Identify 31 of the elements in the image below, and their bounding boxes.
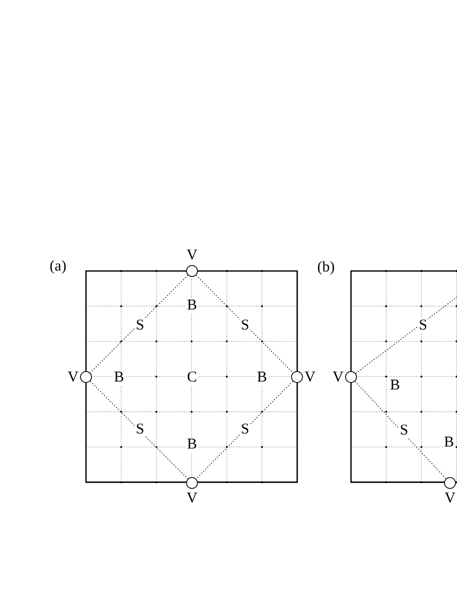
edge-label: S xyxy=(418,318,428,334)
site-label: B xyxy=(256,370,268,386)
connector-line xyxy=(355,296,457,374)
vertex-label: V xyxy=(186,492,198,506)
vertex-label: V xyxy=(332,370,344,386)
site-label: B xyxy=(186,298,198,314)
site-label: B xyxy=(443,436,455,450)
vertex-label: V xyxy=(304,370,316,386)
connector-line xyxy=(196,274,294,374)
vertex-circle xyxy=(186,265,198,277)
connector-line xyxy=(90,380,188,480)
vertex-circle xyxy=(291,371,303,383)
connector-line xyxy=(354,380,446,480)
edge-label: S xyxy=(398,424,410,438)
vertex-circle xyxy=(186,477,198,489)
vertex-circle xyxy=(80,371,92,383)
vertex-circle xyxy=(444,477,456,489)
site-label: C xyxy=(186,370,198,386)
vertex-label: V xyxy=(444,492,456,506)
edge-label: S xyxy=(240,422,250,438)
panel-label: (a) xyxy=(48,260,68,274)
edge-label: S xyxy=(134,422,146,438)
site-label: B xyxy=(113,370,125,386)
edge-label: S xyxy=(240,318,250,334)
site-label: B xyxy=(186,438,198,452)
connector-line xyxy=(196,380,294,480)
vertex-circle xyxy=(345,371,357,383)
vertex-label: V xyxy=(186,248,198,264)
vertex-label: V xyxy=(68,370,78,386)
connector-line xyxy=(90,274,188,374)
panel-label: (b) xyxy=(316,260,336,276)
